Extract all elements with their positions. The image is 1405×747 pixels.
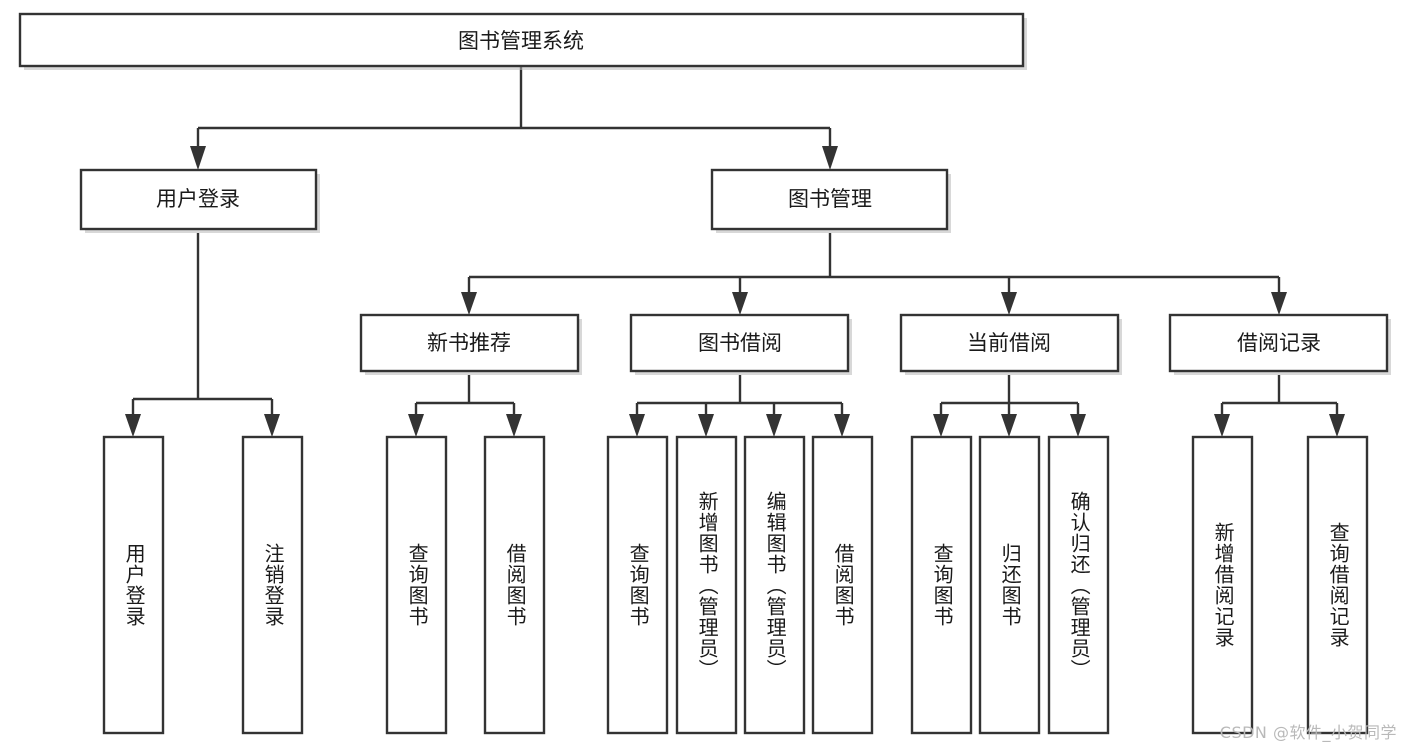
- node-new-book-label: 新书推荐: [427, 331, 511, 355]
- arrow-user-login-leaf-1: [125, 414, 141, 437]
- arrow-current-borrow-leaf-1: [933, 414, 949, 437]
- leaf-box-current-borrow-3[interactable]: [1047, 435, 1110, 735]
- node-current-borrow-box[interactable]: [899, 313, 1120, 373]
- arrow-book-borrow-leaf-1: [629, 414, 645, 437]
- node-root-label: 图书管理系统: [458, 29, 584, 53]
- arrow-book-manage-to-current-borrow: [1001, 292, 1017, 315]
- node-borrow-record-label: 借阅记录: [1237, 331, 1321, 355]
- arrow-book-manage-to-new-book: [461, 292, 477, 315]
- node-new-book-box[interactable]: [359, 313, 580, 373]
- watermark-text: CSDN @软件_小贺同学: [1219, 723, 1397, 742]
- leaf-group-book-borrow: [606, 435, 874, 735]
- arrow-new-book-leaf-2: [506, 414, 522, 437]
- arrow-borrow-record-leaf-1: [1214, 414, 1230, 437]
- leaf-box-borrow-record-1[interactable]: [1191, 435, 1254, 735]
- node-book-manage-box[interactable]: [710, 168, 949, 231]
- leaf-box-book-borrow-4[interactable]: [811, 435, 874, 735]
- arrow-root-to-book-manage: [822, 146, 838, 170]
- arrow-user-login-leaf-2: [264, 414, 280, 437]
- leaf-group-borrow-record: [1191, 435, 1369, 735]
- node-root-box[interactable]: [18, 12, 1025, 68]
- arrow-book-borrow-leaf-3: [766, 414, 782, 437]
- leaf-box-user-login-2[interactable]: [241, 435, 304, 735]
- arrow-book-manage-to-borrow-record: [1271, 292, 1287, 315]
- connector-group-user-login: [125, 233, 280, 437]
- leaf-box-user-login-1[interactable]: [102, 435, 165, 735]
- leaf-box-borrow-record-2[interactable]: [1306, 435, 1369, 735]
- node-user-login-box[interactable]: [79, 168, 318, 231]
- connector-group-borrow-record: [1214, 375, 1345, 437]
- node-root[interactable]: 图书管理系统: [18, 12, 1027, 70]
- connector-group-book-manage: [461, 233, 1287, 315]
- node-user-login[interactable]: 用户登录: [79, 168, 320, 233]
- arrow-book-borrow-leaf-4: [834, 414, 850, 437]
- node-book-borrow-label: 图书借阅: [698, 331, 782, 355]
- leaf-box-current-borrow-2[interactable]: [978, 435, 1041, 735]
- arrow-borrow-record-leaf-2: [1329, 414, 1345, 437]
- node-current-borrow[interactable]: 当前借阅: [899, 313, 1122, 375]
- node-current-borrow-label: 当前借阅: [967, 331, 1051, 355]
- node-new-book[interactable]: 新书推荐: [359, 313, 582, 375]
- node-borrow-record-box[interactable]: [1168, 313, 1389, 373]
- connector-group-new-book: [408, 375, 522, 437]
- arrow-new-book-leaf-1: [408, 414, 424, 437]
- connector-group-current-borrow: [933, 375, 1086, 437]
- leaf-box-book-borrow-3[interactable]: [743, 435, 806, 735]
- arrow-current-borrow-leaf-2: [1001, 414, 1017, 437]
- node-book-borrow-box[interactable]: [629, 313, 850, 373]
- leaf-box-current-borrow-1[interactable]: [910, 435, 973, 735]
- connector-group-root: [190, 67, 838, 170]
- leaf-box-new-book-2[interactable]: [483, 435, 546, 735]
- arrow-root-to-user-login: [190, 146, 206, 170]
- leaf-group-user-login: [102, 435, 304, 735]
- node-user-login-label: 用户登录: [156, 187, 240, 211]
- node-book-manage-label: 图书管理: [788, 187, 872, 211]
- leaf-box-book-borrow-2[interactable]: [675, 435, 738, 735]
- leaf-box-new-book-1[interactable]: [385, 435, 448, 735]
- node-book-borrow[interactable]: 图书借阅: [629, 313, 852, 375]
- node-book-manage[interactable]: 图书管理: [710, 168, 951, 233]
- arrow-book-borrow-leaf-2: [698, 414, 714, 437]
- arrow-book-manage-to-book-borrow: [732, 292, 748, 315]
- leaf-box-book-borrow-1[interactable]: [606, 435, 669, 735]
- leaf-group-new-book: [385, 435, 546, 735]
- leaf-group-current-borrow: [910, 435, 1110, 735]
- connector-group-book-borrow: [629, 375, 850, 437]
- arrow-current-borrow-leaf-3: [1070, 414, 1086, 437]
- node-borrow-record[interactable]: 借阅记录: [1168, 313, 1391, 375]
